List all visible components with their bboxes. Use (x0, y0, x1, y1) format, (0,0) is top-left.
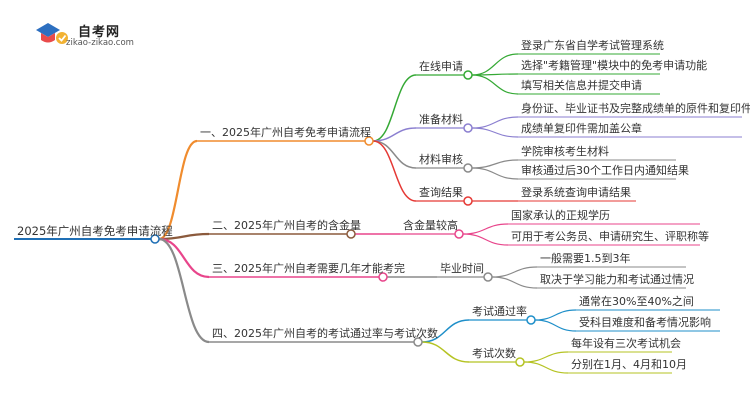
node-query: 查询结果 (419, 186, 463, 199)
leaf-college-review: 学院审核考生材料 (521, 145, 609, 158)
branch-node-dot (413, 337, 423, 347)
leaf-duration: 一般需要1.5到3年 (540, 252, 631, 265)
logo-mark-icon (36, 23, 68, 44)
leaf-connector (471, 74, 519, 95)
leaf-seal: 成绩单复印件需加盖公章 (521, 122, 642, 135)
leaf-connector (534, 319, 577, 332)
branch-passrate: 四、2025年广州自考的考试通过率与考试次数 (212, 327, 438, 340)
leaf-connector (471, 167, 519, 180)
sub-node-dot (463, 163, 473, 173)
node-grad-time: 毕业时间 (440, 262, 484, 275)
leaf-connector (491, 266, 538, 278)
site-logo[interactable]: 自考网 zikao-zikao.com (32, 20, 182, 50)
leaf-connector (523, 361, 569, 374)
brand-name: 自考网 (78, 25, 121, 40)
node-pass-rate: 考试通过率 (472, 305, 527, 318)
node-review: 材料审核 (419, 153, 463, 166)
branch-connector (158, 237, 210, 279)
sub-connector (421, 319, 470, 343)
leaf-connector (471, 53, 519, 76)
leaf-login-system: 登录广东省自学考试管理系统 (521, 39, 664, 52)
leaf-connector (471, 127, 519, 138)
branch-duration: 三、2025年广州自考需要几年才能考完 (212, 262, 405, 275)
sub-node-dot (515, 357, 525, 367)
leaf-connector (471, 116, 519, 129)
node-high-value: 含金量较高 (403, 219, 458, 232)
leaf-connector (523, 351, 569, 363)
leaf-three-times: 每年设有三次考试机会 (571, 337, 681, 350)
leaf-fill-info: 填写相关信息并提交申请 (521, 79, 642, 92)
root-node-dot (150, 234, 160, 244)
leaf-query-result: 登录系统查询申请结果 (521, 186, 631, 199)
sub-connector (372, 74, 417, 142)
node-online-apply: 在线申请 (419, 60, 463, 73)
branch-connector (158, 139, 198, 241)
sub-node-dot (463, 70, 473, 80)
leaf-recognized: 国家承认的正规学历 (511, 209, 610, 222)
leaf-months: 分别在1月、4月和10月 (571, 358, 687, 371)
sub-connector (421, 341, 470, 363)
leaf-connector (491, 276, 538, 289)
branch-node-dot (364, 136, 374, 146)
branch-value: 二、2025年广州自考的含金量 (212, 219, 361, 232)
leaf-select-module: 选择"考籍管理"模块中的免考申请功能 (521, 59, 708, 72)
brand-domain: zikao-zikao.com (66, 38, 134, 48)
branch-connector (158, 237, 210, 344)
branch-node-dot (378, 272, 388, 282)
leaf-connector (462, 223, 509, 235)
node-materials: 准备材料 (419, 113, 463, 126)
sub-node-dot (454, 229, 464, 239)
leaf-rate-range: 通常在30%至40%之间 (579, 295, 694, 308)
sub-connector (372, 140, 417, 169)
leaf-connector (462, 233, 509, 246)
sub-node-dot (483, 272, 493, 282)
sub-connector (372, 140, 417, 202)
root-node: 2025年广州自考免考申请流程 (17, 224, 173, 238)
leaf-connector (471, 159, 519, 169)
leaf-documents: 身份证、毕业证书及完整成绩单的原件和复印件 (521, 102, 750, 115)
leaf-connector (534, 309, 577, 321)
sub-node-dot (463, 196, 473, 206)
sub-connector (372, 127, 417, 142)
leaf-usage: 可用于考公务员、申请研究生、评职称等 (511, 230, 709, 243)
branch-process: 一、2025年广州自考免考申请流程 (200, 126, 371, 139)
leaf-notify: 审核通过后30个工作日内通知结果 (521, 164, 689, 177)
node-exam-count: 考试次数 (472, 347, 516, 360)
sub-node-dot (526, 315, 536, 325)
leaf-rate-factors: 受科目难度和备考情况影响 (579, 316, 711, 329)
sub-node-dot (463, 123, 473, 133)
leaf-depends: 取决于学习能力和考试通过情况 (540, 273, 694, 286)
branch-node-dot (346, 229, 356, 239)
